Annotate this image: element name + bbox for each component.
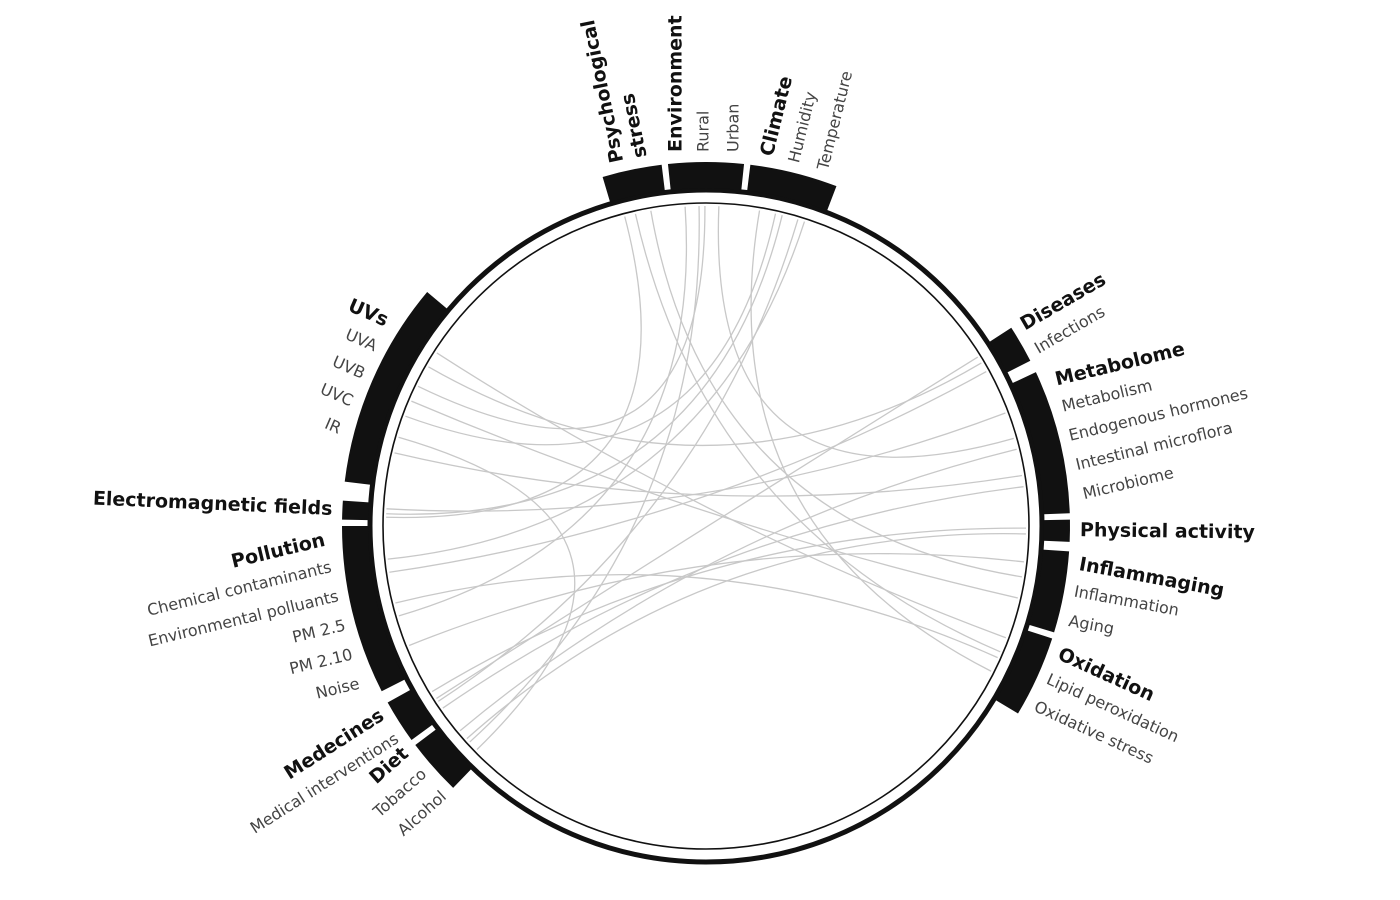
chord-uvs-environment: [417, 206, 706, 430]
group-item-pollution: PM 2.10: [287, 645, 354, 678]
segment-physical-activity: [1043, 519, 1070, 542]
chord-diseases-pollution: [389, 371, 987, 573]
segment-pollution: [342, 526, 405, 692]
chord-psychological-stress-oxidation: [634, 213, 1001, 653]
chord-inflammaging-uvs: [411, 400, 1018, 599]
outer-ring: [367, 187, 1045, 865]
chord-environment-diet: [469, 206, 700, 743]
group-item-uvs: UVC: [318, 379, 357, 410]
segment-climate: [747, 164, 837, 211]
segment-electromagnetic-fields: [342, 500, 369, 521]
group-item-pollution: PM 2.5: [290, 616, 347, 647]
chord-climate-uvs: [405, 213, 777, 446]
chord-diseases-medecines: [436, 356, 979, 700]
chord-metabolome-diet: [459, 448, 1017, 732]
group-segments: [342, 162, 1070, 788]
segment-diet: [415, 729, 472, 788]
segment-psychological-stress: [602, 164, 665, 202]
group-title-electromagnetic-fields: Electromagnetic fields: [92, 488, 332, 520]
chord-pollution-climate: [387, 221, 806, 560]
chord-climate-oxidation: [750, 210, 992, 672]
chord-inflammaging-pollution: [408, 552, 1025, 647]
chord-environment-metabolome: [717, 206, 1014, 458]
group-item-environment: Urban: [723, 104, 742, 152]
group-item-climate: Temperature: [813, 69, 856, 173]
group-item-environment: Rural: [693, 111, 712, 152]
chord-diseases-uvs: [428, 362, 982, 447]
connection-chords: [386, 206, 1026, 750]
segment-oxidation: [995, 630, 1053, 714]
group-title-psychological-stress: Psychological: [577, 18, 628, 165]
chord-oxidation-pollution: [395, 574, 998, 659]
group-item-uvs: IR: [322, 414, 344, 438]
chord-medecines-metabolome: [442, 486, 1024, 709]
group-item-pollution: Noise: [314, 674, 362, 703]
segment-uvs: [344, 292, 448, 485]
chord-electromagnetic-fields-psychological-stress: [386, 216, 642, 519]
label-block-physical-activity: Physical activity: [1080, 519, 1256, 543]
label-block-electromagnetic-fields: Electromagnetic fields: [92, 488, 332, 520]
group-title-physical-activity: Physical activity: [1080, 519, 1256, 543]
segment-medecines: [387, 689, 433, 740]
segment-diseases: [989, 327, 1031, 373]
chord-metabolome-electromagnetic-fields: [386, 412, 1006, 512]
segment-environment: [667, 162, 745, 190]
inner-ring: [382, 202, 1030, 850]
chord-oxidation-uvs: [436, 352, 1007, 639]
chord-environment-pollution: [398, 206, 687, 617]
chord-psychological-stress-inflammaging: [650, 210, 1023, 578]
segment-inflammaging: [1029, 549, 1070, 633]
chord-diet-uvs: [398, 436, 576, 750]
group-item-inflammaging: Aging: [1067, 611, 1116, 638]
chord-diet-physical-activity: [466, 533, 1026, 740]
chord-physical-activity-medecines: [431, 527, 1026, 693]
group-title-environment: Environment: [664, 15, 686, 152]
segment-metabolome: [1012, 372, 1070, 515]
group-item-uvs: UVB: [330, 352, 368, 383]
group-item-uvs: UVA: [343, 325, 381, 355]
chord-metabolome-uvs: [394, 452, 1023, 497]
